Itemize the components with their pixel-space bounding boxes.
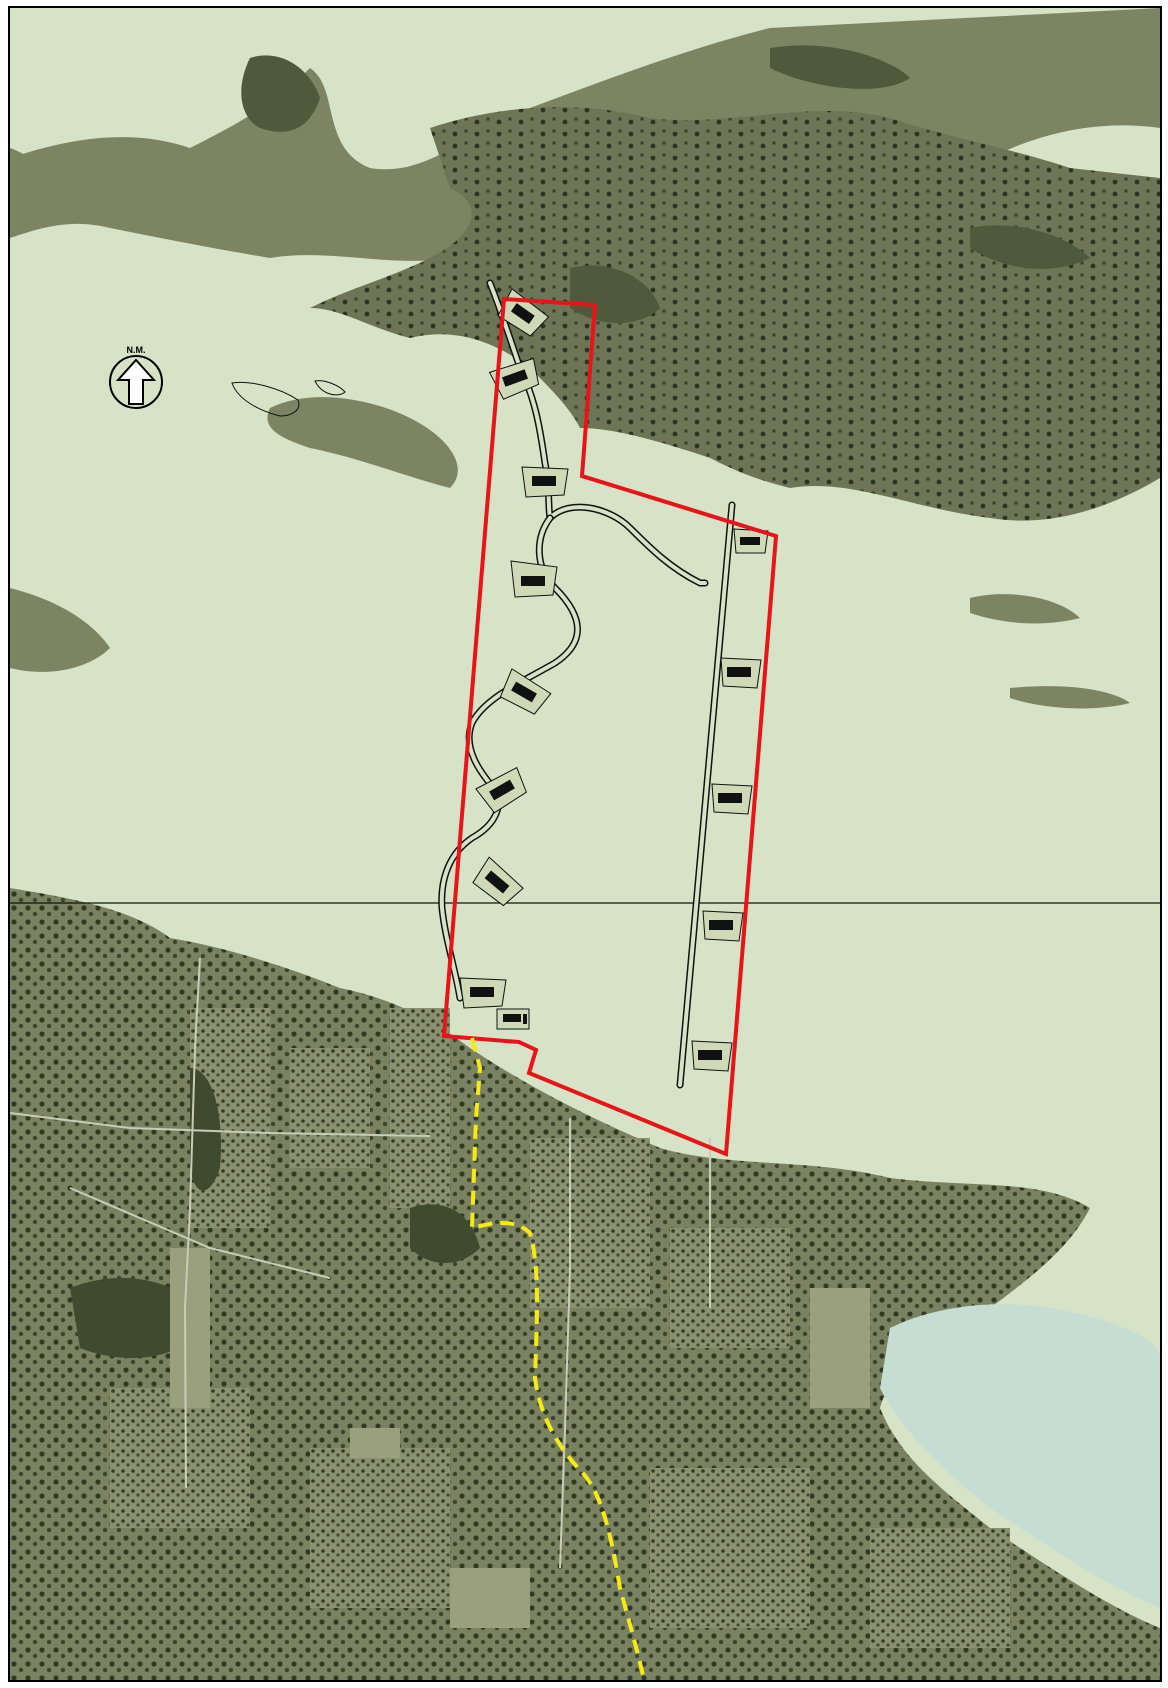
substation-icon[interactable] — [496, 1008, 530, 1030]
access-roads — [438, 279, 736, 1089]
north-arrow-icon: N.M. — [106, 344, 166, 410]
turbine-pads — [459, 288, 769, 1072]
turbine-pad-icon[interactable] — [497, 668, 552, 718]
turbine-pad-icon[interactable] — [475, 766, 531, 815]
turbine-pad-icon[interactable] — [711, 783, 753, 815]
turbine-pad-icon[interactable] — [702, 910, 744, 942]
turbine-pad-icon[interactable] — [720, 657, 762, 689]
southern-farmland — [10, 888, 1160, 1680]
aerial-map[interactable]: N.M. — [8, 6, 1162, 1682]
turbine-pad-icon[interactable] — [470, 856, 525, 910]
turbine-pad-icon[interactable] — [510, 560, 558, 598]
turbine-pad-icon[interactable] — [521, 466, 569, 498]
site-boundary[interactable] — [441, 296, 779, 1157]
turbine-pad-icon[interactable] — [691, 1040, 733, 1072]
map-canvas — [10, 8, 1160, 1680]
turbine-pad-icon[interactable] — [488, 357, 543, 401]
access-route[interactable] — [469, 1037, 646, 1680]
north-label: N.M. — [127, 345, 146, 355]
northern-wetland — [10, 8, 1160, 709]
turbine-pad-icon[interactable] — [459, 977, 507, 1009]
